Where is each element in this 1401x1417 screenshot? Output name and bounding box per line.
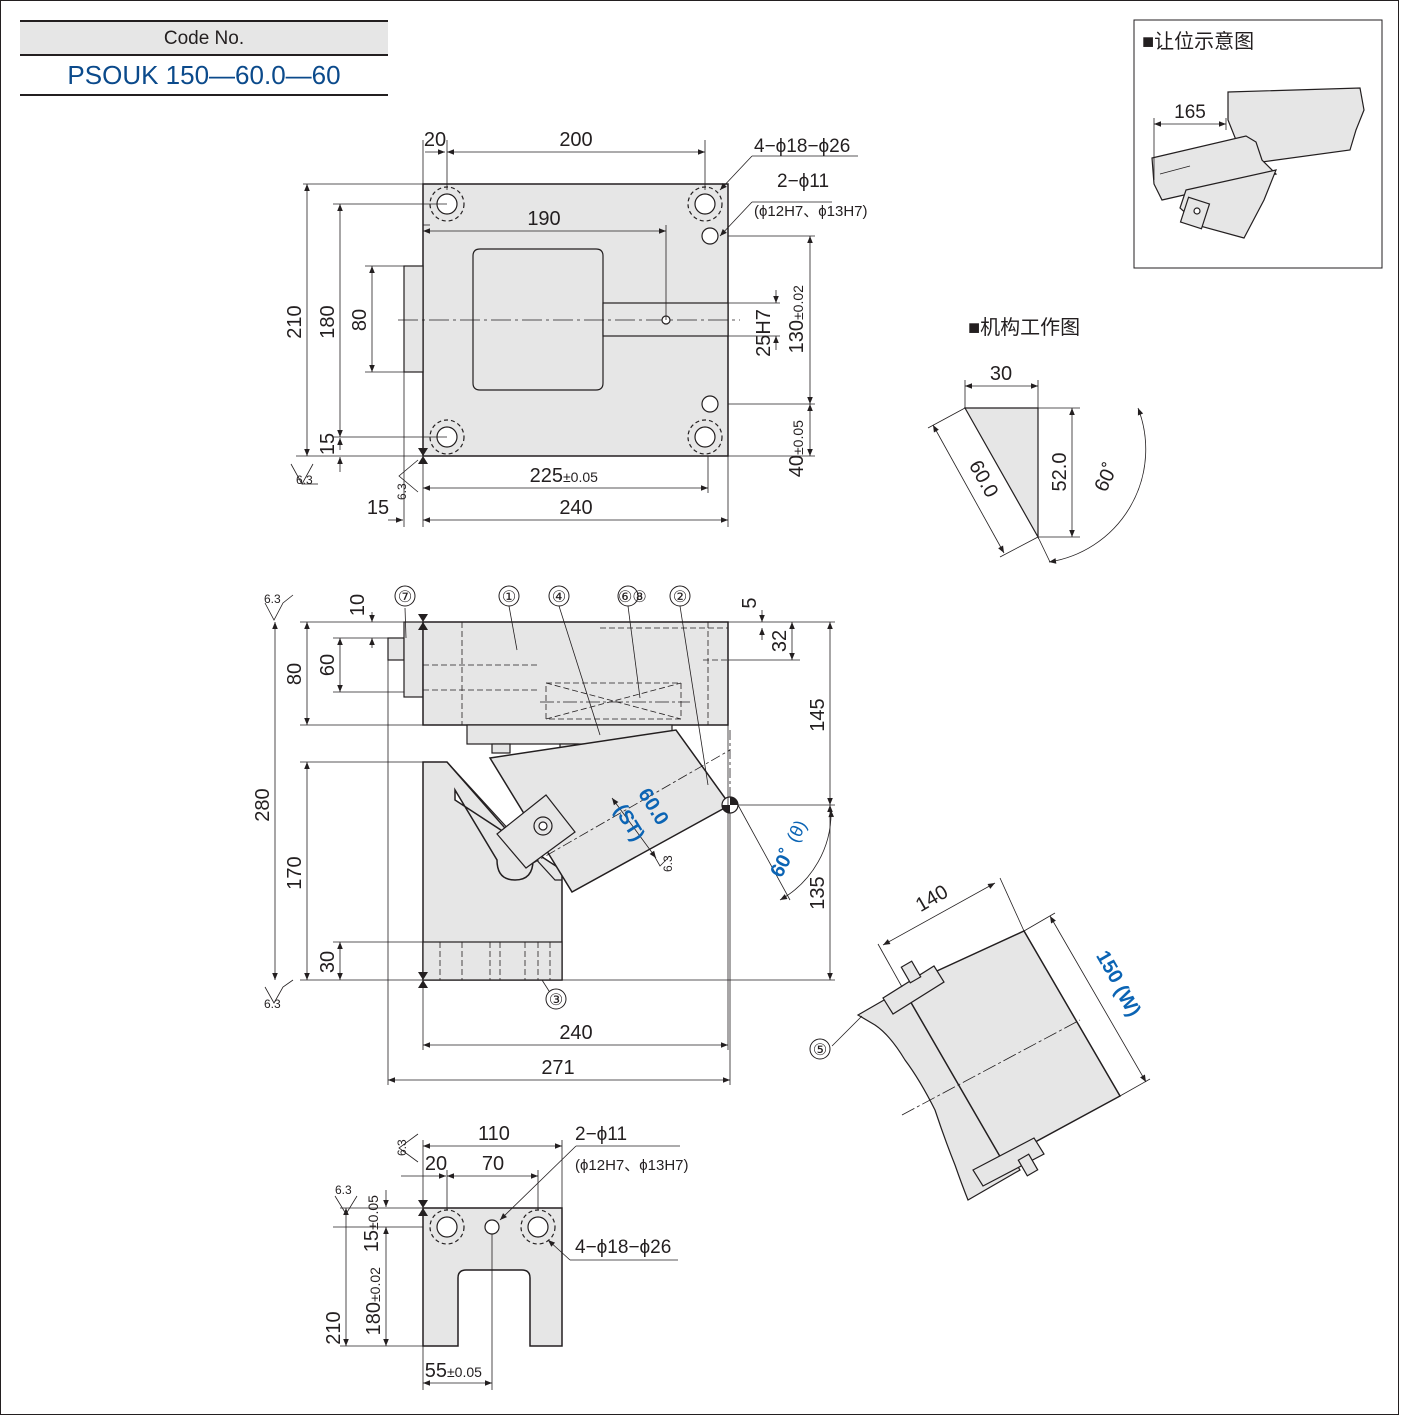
dim-25h7: 25H7 [753,309,775,357]
mech-dim-30: 30 [990,363,1012,385]
angle-value: 60˚ [765,845,799,881]
rough-top-b: 6.3 [395,483,409,500]
top-view [290,140,858,527]
mechanism-diagram [927,380,1147,564]
front-lower-bracket [422,761,563,981]
front-nub [387,637,405,661]
front-view [264,585,835,1085]
clearance-diagram [1133,19,1383,269]
dim-40: 40 [786,455,808,477]
dim-145: 145 [807,698,829,731]
hole-note-top-1: 4−ϕ18−ϕ26 [754,136,850,157]
dim-55: 55 [425,1360,447,1382]
rough-front-b: 6.3 [264,997,281,1011]
rough-front-c: 6.3 [661,855,675,872]
rough-top-a: 6.3 [296,473,313,487]
side-view [809,877,1151,1201]
dim-280: 280 [252,788,274,821]
dim-240: 240 [559,497,592,519]
dim-271: 271 [541,1057,574,1079]
bottom-view-text: 110 20 70 15 ±0.05 210 180 ±0.02 55 ±0.0… [323,1123,689,1382]
side-bottom-tab [972,1137,1045,1187]
dim-20: 20 [424,129,446,151]
hole-note-top-2b: (ϕ12H7、ϕ13H7) [754,203,868,220]
tol-40: ±0.05 [790,420,806,455]
front-base [422,941,563,981]
code-label: Code No. [20,20,388,56]
rough-front-a: 6.3 [264,592,281,606]
callout-7: ⑦ [398,589,412,606]
tol-bottom-15: ±0.05 [365,1195,381,1230]
top-dowel-hole-2 [701,395,719,413]
dim-bottom-180: 180 [363,1302,385,1335]
dim-front-240: 240 [559,1022,592,1044]
dim-150: 150 [1091,947,1127,987]
rough-bottom-a: 6.3 [395,1139,409,1156]
front-side-block [403,621,424,698]
tol-55: ±0.05 [447,1364,482,1380]
dim-front-30: 30 [317,951,339,973]
dim-180: 180 [317,305,339,338]
hole-note-bottom-2: 4−ϕ18−ϕ26 [575,1237,671,1258]
callout-3: ③ [549,992,563,1009]
callout-4: ④ [552,589,566,606]
top-view-text: 20 200 190 210 180 80 15 225 ±0.05 240 1… [284,129,868,519]
dim-80: 80 [349,309,371,331]
code-number-box: Code No. PSOUK 150—60.0—60 [20,20,388,96]
tol-130: ±0.02 [790,285,806,320]
dim-170: 170 [284,856,306,889]
dim-front-60: 60 [317,654,339,676]
angle-symbol: (θ) [783,817,811,846]
callout-2: ② [673,589,687,606]
hole-note-bottom-1b: (ϕ12H7、ϕ13H7) [575,1157,689,1174]
dim-bottom-15: 15 [361,1230,383,1252]
top-dowel-hole-1 [701,227,719,245]
dim-210: 210 [284,305,306,338]
callout-5: ⑤ [813,1042,827,1059]
bottom-view [333,1133,680,1390]
dim-10: 10 [347,594,369,616]
dim-135: 135 [807,876,829,909]
dim-front-80: 80 [284,663,306,685]
callout-6-8: ⑥⑧ [618,589,647,606]
clearance-plate [1151,135,1278,201]
mechanism-title: ■机构工作图 [968,316,1080,339]
dim-130: 130 [786,320,808,353]
clearance-title: ■让位示意图 [1142,30,1254,53]
top-pocket [472,248,604,391]
dim-225: 225 [530,465,563,487]
code-value: PSOUK 150—60.0—60 [20,56,388,96]
dim-150-symbol: (W) [1110,982,1145,1021]
tol-225: ±0.05 [563,469,598,485]
dim-140: 140 [912,881,952,917]
mech-angle: 60˚ [1090,460,1122,495]
dim-bottom-210: 210 [323,1311,345,1344]
bottom-block [422,1207,563,1347]
rough-bottom-b: 6.3 [335,1183,352,1197]
front-top-block [422,621,729,726]
dim-15: 15 [317,433,339,455]
dim-110: 110 [478,1123,510,1145]
dim-32: 32 [769,630,791,652]
side-broken-base [856,987,1021,1201]
dim-15b: 15 [367,497,389,519]
mech-dim-52: 52.0 [1049,453,1071,492]
callout-1: ① [502,589,516,606]
hole-note-top-2: 2−ϕ11 [777,171,829,192]
hole-note-bottom-1: 2−ϕ11 [575,1124,627,1145]
tol-bottom-180: ±0.02 [367,1267,383,1302]
dim-70: 70 [482,1153,504,1175]
dim-bottom-20: 20 [425,1153,447,1175]
clearance-dim-165: 165 [1174,102,1206,123]
dim-190: 190 [527,208,560,230]
top-side-block [403,265,424,373]
dim-5: 5 [739,597,761,608]
dim-200: 200 [559,129,592,151]
